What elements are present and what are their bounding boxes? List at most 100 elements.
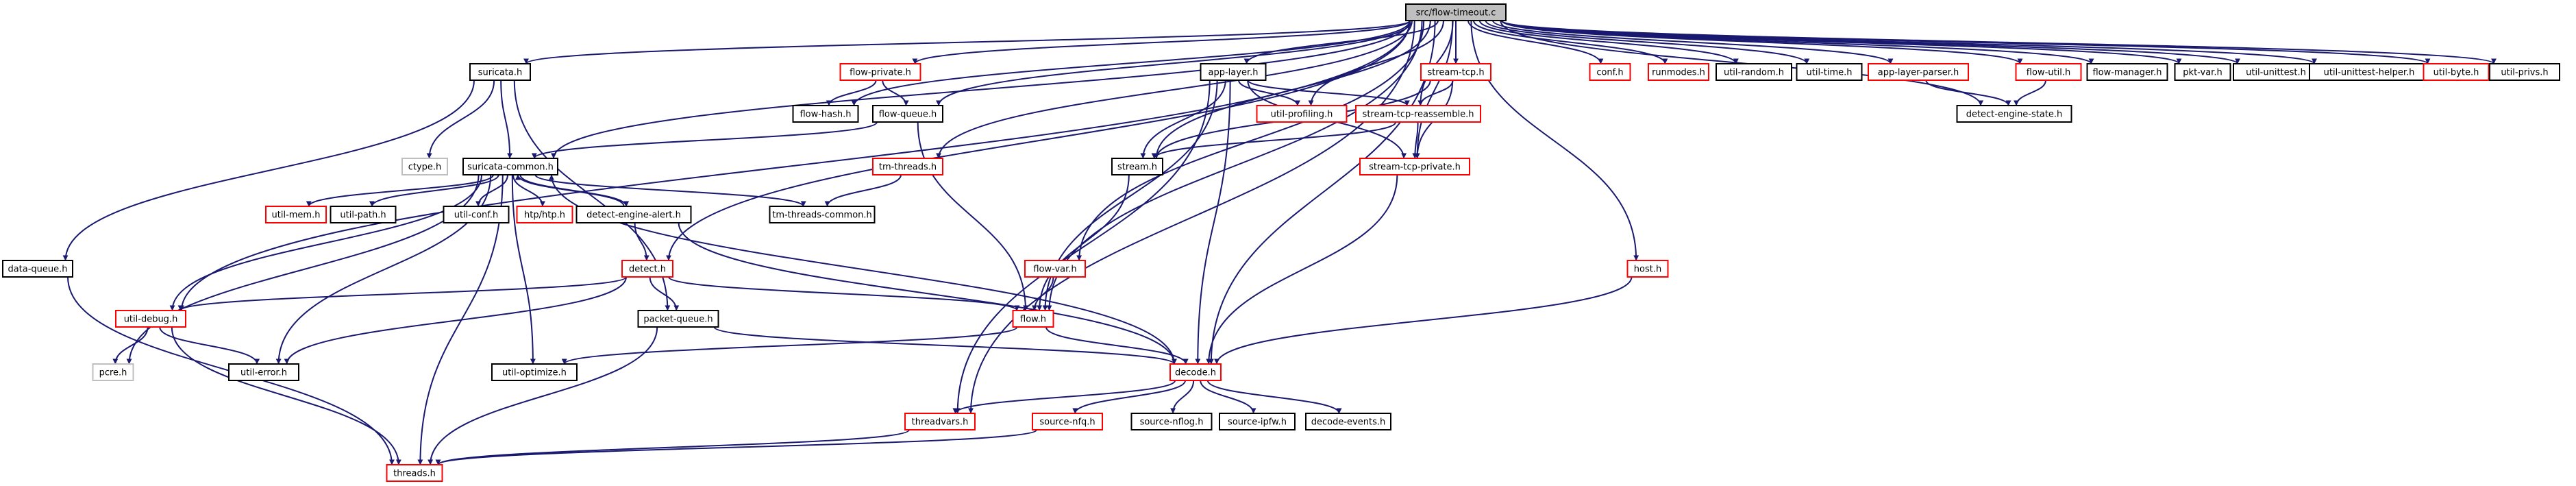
node-util-unittest-h[interactable]: util-unittest.h: [2233, 63, 2319, 81]
node-label: detect-engine-alert.h: [586, 210, 681, 221]
node-box: [2423, 63, 2490, 81]
node-flow-private-h[interactable]: flow-private.h: [839, 63, 921, 81]
node-stream-tcp-private-h[interactable]: stream-tcp-private.h: [1359, 158, 1470, 175]
node-pcre-h: pcre.h: [92, 363, 134, 381]
node-util-error-h[interactable]: util-error.h: [228, 363, 299, 381]
node-detect-h[interactable]: detect.h: [621, 260, 673, 278]
node-suricata-common-h[interactable]: suricata-common.h: [462, 158, 558, 175]
node-pkt-var-h[interactable]: pkt-var.h: [2174, 63, 2231, 81]
node-app-layer-h[interactable]: app-layer.h: [1200, 63, 1267, 81]
node-box: [2489, 63, 2560, 81]
edge-flow_util_h-to-detect_engine_state_h: [2014, 80, 2046, 106]
node-label: stream-tcp.h: [1427, 68, 1484, 78]
node-flow-h[interactable]: flow.h: [1012, 310, 1054, 328]
nodes-layer: src/flow-timeout.c suricata.h flow-private…: [2, 3, 2560, 482]
edge-root-to-util_debug_h: [179, 20, 1411, 311]
node-source-nfq-h[interactable]: source-nfq.h: [1032, 413, 1103, 430]
node-box: [872, 105, 943, 123]
node-util-unittest-helper-h[interactable]: util-unittest-helper.h: [2309, 63, 2429, 81]
node-threadvars-h[interactable]: threadvars.h: [904, 413, 976, 430]
node-label: flow-manager.h: [2092, 68, 2162, 78]
edge-root-to-detect_h: [666, 20, 1411, 261]
node-box: [1589, 63, 1631, 81]
node-flow-hash-h[interactable]: flow-hash.h: [792, 105, 859, 123]
node-label: detect.h: [629, 265, 666, 275]
node-label: src/flow-timeout.c: [1416, 8, 1496, 19]
node-box: [1032, 413, 1103, 430]
node-label: packet-queue.h: [643, 315, 713, 325]
node-packet-queue-h[interactable]: packet-queue.h: [637, 310, 719, 328]
node-source-nflog-h[interactable]: source-nflog.h: [1130, 413, 1213, 430]
node-box: [1626, 260, 1669, 278]
node-box: [839, 63, 921, 81]
node-util-time-h[interactable]: util-time.h: [1796, 63, 1863, 81]
edge-decode_h-to-source_nfq_h: [1072, 380, 1187, 414]
node-flow-var-h[interactable]: flow-var.h: [1024, 260, 1086, 278]
node-util-privs-h[interactable]: util-privs.h: [2489, 63, 2560, 81]
node-stream-tcp-reassemble-h[interactable]: stream-tcp-reassemble.h: [1355, 105, 1481, 123]
node-label: util-profiling.h: [1271, 110, 1333, 120]
node-util-path-h[interactable]: util-path.h: [330, 206, 397, 223]
node-label: util-random.h: [1724, 68, 1784, 78]
node-util-debug-h[interactable]: util-debug.h: [115, 310, 186, 328]
node-box: [1169, 363, 1222, 381]
node-box: [904, 413, 976, 430]
node-util-random-h[interactable]: util-random.h: [1716, 63, 1792, 81]
node-box: [1868, 63, 1969, 81]
edge-app_layer_parser_h-to-detect_engine_state_h: [1925, 80, 2011, 106]
node-label: ctype.h: [408, 162, 442, 173]
node-runmodes-h[interactable]: runmodes.h: [1648, 63, 1709, 81]
node-decode-events-h[interactable]: decode-events.h: [1305, 413, 1391, 430]
node-host-h[interactable]: host.h: [1626, 260, 1669, 278]
node-label: host.h: [1634, 265, 1661, 275]
node-box: [2174, 63, 2231, 81]
node-label: runmodes.h: [1652, 68, 1705, 78]
node-box: [2309, 63, 2429, 81]
edge-suricata_h-to-ctype_h: [426, 80, 495, 159]
node-detect-engine-state-h[interactable]: detect-engine-state.h: [1956, 105, 2072, 123]
edge-suricata_h-to-suricata_common_h: [500, 80, 513, 159]
edge-suricata_common_h-to-pcre_h: [126, 174, 480, 365]
edge-root-to-conf_h: [1467, 20, 1604, 64]
node-conf-h[interactable]: conf.h: [1589, 63, 1631, 81]
node-stream-h[interactable]: stream.h: [1111, 158, 1163, 175]
node-util-byte-h[interactable]: util-byte.h: [2423, 63, 2490, 81]
node-box: [469, 63, 531, 81]
node-threads-h[interactable]: threads.h: [386, 464, 443, 482]
node-htp-htp-h[interactable]: htp/htp.h: [516, 206, 573, 223]
node-util-profiling-h[interactable]: util-profiling.h: [1256, 105, 1348, 123]
edge-flow_var_h-to-flow_h: [1031, 276, 1054, 311]
node-label: pcre.h: [99, 368, 127, 378]
node-label: stream.h: [1117, 162, 1157, 173]
node-data-queue-h[interactable]: data-queue.h: [2, 260, 73, 278]
node-tm-threads-h[interactable]: tm-threads.h: [872, 158, 943, 175]
node-util-mem-h[interactable]: util-mem.h: [265, 206, 327, 223]
node-suricata-h[interactable]: suricata.h: [469, 63, 531, 81]
node-label: flow-util.h: [2027, 68, 2070, 78]
node-box: [1111, 158, 1163, 175]
node-flow-queue-h[interactable]: flow-queue.h: [872, 105, 943, 123]
edge-stream_tcp_private_h-to-decode_h: [1206, 174, 1398, 365]
node-util-optimize-h[interactable]: util-optimize.h: [491, 363, 578, 381]
node-stream-tcp-h[interactable]: stream-tcp.h: [1420, 63, 1491, 81]
node-util-conf-h[interactable]: util-conf.h: [443, 206, 510, 223]
node-box: [872, 158, 943, 175]
node-label: flow-private.h: [850, 68, 911, 78]
node-flow-manager-h[interactable]: flow-manager.h: [2086, 63, 2168, 81]
node-app-layer-parser-h[interactable]: app-layer-parser.h: [1868, 63, 1969, 81]
edge-root-to-flow_private_h: [912, 20, 1411, 64]
node-decode-h[interactable]: decode.h: [1169, 363, 1222, 381]
edge-decode_h-to-source_ipfw_h: [1200, 380, 1256, 414]
node-box: [637, 310, 719, 328]
node-detect-engine-alert-h[interactable]: detect-engine-alert.h: [575, 206, 692, 223]
edge-source_nfq_h-to-threads_h: [435, 429, 1037, 465]
node-box: [491, 363, 578, 381]
node-tm-threads-common-h[interactable]: tm-threads-common.h: [769, 206, 876, 223]
node-box: [1355, 105, 1481, 123]
node-source-ipfw-h[interactable]: source-ipfw.h: [1219, 413, 1296, 430]
node-flow-util-h[interactable]: flow-util.h: [2015, 63, 2082, 81]
node-root[interactable]: src/flow-timeout.c: [1405, 3, 1507, 21]
node-label: tm-threads-common.h: [772, 210, 872, 221]
edge-host_h-to-decode_h: [1214, 276, 1633, 365]
